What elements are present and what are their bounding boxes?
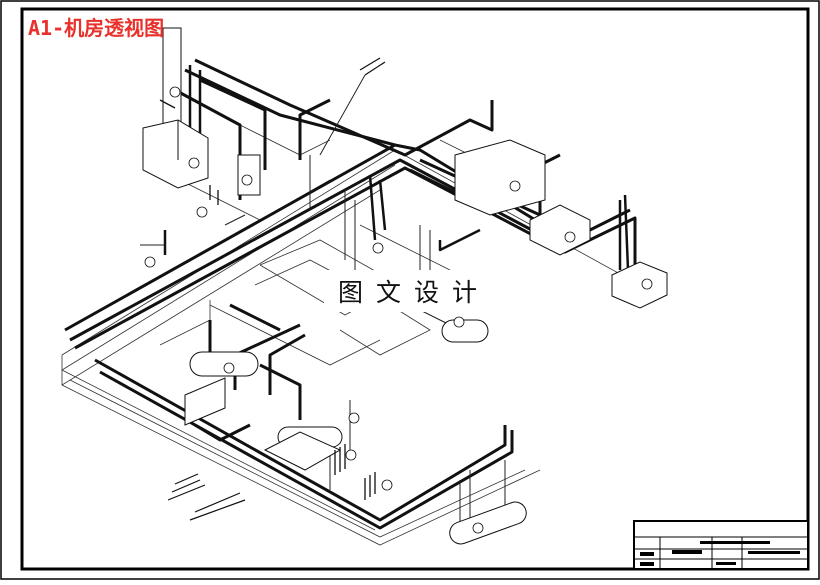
tag-6 <box>509 180 521 192</box>
equipment <box>142 27 668 545</box>
tag-3 <box>241 174 253 186</box>
ground-hatch <box>167 57 386 521</box>
tag-11 <box>348 412 360 424</box>
title-block <box>633 520 809 570</box>
inner-frame <box>20 7 810 571</box>
tag-2 <box>188 157 200 169</box>
equipment-tags <box>144 86 653 534</box>
tag-4 <box>196 206 208 218</box>
drawing-title: A1-机房透视图 <box>28 16 165 40</box>
floor-slab <box>61 119 641 546</box>
tag-13 <box>381 479 393 491</box>
tag-12 <box>345 449 357 461</box>
tag-1 <box>169 86 181 98</box>
tag-5 <box>144 256 156 268</box>
valve-stems <box>159 99 376 500</box>
tag-8 <box>641 278 653 290</box>
tag-15 <box>372 242 384 254</box>
watermark-label: 图文设计 <box>324 270 496 312</box>
tag-10 <box>223 362 235 374</box>
tag-7 <box>564 231 576 243</box>
tag-14 <box>472 522 484 534</box>
tag-9 <box>453 316 465 328</box>
